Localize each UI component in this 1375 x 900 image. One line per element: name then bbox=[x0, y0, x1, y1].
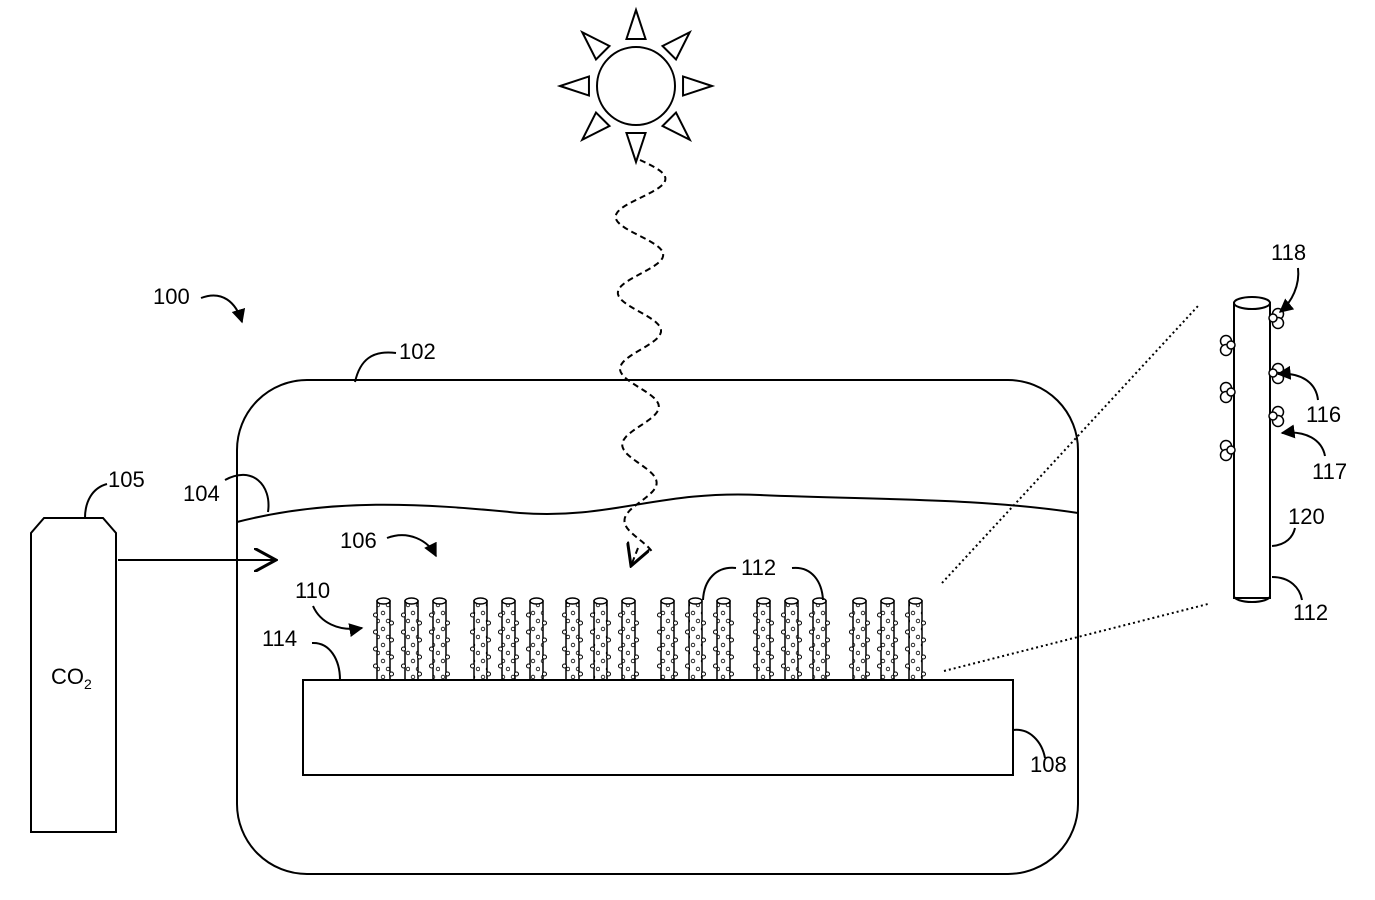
label-116: 116 bbox=[1306, 402, 1341, 427]
label-108: 108 bbox=[1030, 752, 1067, 777]
magnified-nanowire-top bbox=[1234, 297, 1270, 309]
sun bbox=[560, 10, 712, 162]
nanowire bbox=[619, 598, 639, 680]
leader-114 bbox=[312, 643, 340, 680]
catalyst-particle bbox=[1221, 336, 1236, 356]
label-106: 106 bbox=[340, 528, 377, 553]
sun-ray bbox=[582, 32, 609, 59]
label-114: 114 bbox=[262, 626, 297, 651]
substrate bbox=[303, 680, 1013, 775]
nanowire bbox=[850, 598, 870, 680]
nanowire bbox=[499, 598, 519, 680]
label-105: 105 bbox=[108, 467, 145, 492]
nanowire bbox=[810, 598, 830, 680]
catalyst-particle bbox=[1221, 383, 1236, 403]
nanowire bbox=[878, 598, 898, 680]
sun-ray bbox=[683, 76, 712, 95]
leader-120 bbox=[1272, 528, 1295, 546]
sun-rays bbox=[560, 10, 712, 162]
nanowire bbox=[906, 598, 926, 680]
sun-ray bbox=[582, 113, 609, 140]
label-104: 104 bbox=[183, 481, 220, 506]
nanowire bbox=[658, 598, 678, 680]
light-ray bbox=[616, 160, 666, 552]
leader-102 bbox=[355, 352, 396, 382]
leader-106 bbox=[387, 535, 436, 556]
leader-105 bbox=[85, 484, 107, 518]
nanowire bbox=[782, 598, 802, 680]
sun-ray bbox=[663, 113, 690, 140]
nanowire bbox=[754, 598, 774, 680]
leader-104 bbox=[225, 475, 269, 512]
sun-disc bbox=[597, 47, 675, 125]
nanowire bbox=[374, 598, 394, 680]
co2-tank-label: CO2 bbox=[51, 664, 92, 692]
label-117: 117 bbox=[1312, 459, 1347, 484]
nanowire bbox=[430, 598, 450, 680]
nanowire bbox=[471, 598, 491, 680]
reactor-vessel bbox=[237, 380, 1078, 874]
label-120: 120 bbox=[1288, 504, 1325, 529]
sun-ray bbox=[626, 10, 645, 39]
sun-ray bbox=[626, 133, 645, 162]
leader-117 bbox=[1282, 432, 1325, 456]
catalyst-particle bbox=[1221, 441, 1236, 461]
nanowire bbox=[714, 598, 734, 680]
leader-112-detail bbox=[1272, 577, 1302, 600]
liquid-surface bbox=[237, 494, 1078, 522]
label-102: 102 bbox=[399, 339, 436, 364]
light-ray-arrowhead bbox=[631, 548, 638, 566]
sun-ray bbox=[560, 76, 589, 95]
label-100: 100 bbox=[153, 284, 190, 309]
leader-118 bbox=[1280, 268, 1298, 312]
zoom-line-bottom bbox=[944, 604, 1208, 671]
leader-100 bbox=[201, 295, 242, 322]
nanowire bbox=[563, 598, 583, 680]
nanowire bbox=[591, 598, 611, 680]
magnified-nanowire bbox=[1221, 297, 1284, 602]
reference-labels: 100 102 104 105 106 108 110 114 112 118 … bbox=[85, 240, 1347, 777]
label-110: 110 bbox=[295, 578, 330, 603]
label-112-detail: 112 bbox=[1293, 600, 1328, 625]
leader-112-right bbox=[792, 568, 823, 600]
leader-112-left bbox=[703, 568, 736, 600]
nanowire bbox=[402, 598, 422, 680]
zoom-line-top bbox=[942, 306, 1198, 583]
nanowire bbox=[686, 598, 706, 680]
nanowire-array bbox=[374, 598, 926, 680]
leader-110 bbox=[313, 606, 362, 629]
nanowire bbox=[527, 598, 547, 680]
sun-ray bbox=[663, 32, 690, 59]
catalyst-particle bbox=[1269, 407, 1284, 427]
label-118: 118 bbox=[1271, 240, 1306, 265]
label-112-array: 112 bbox=[741, 555, 776, 580]
magnified-nanowire-body bbox=[1234, 303, 1270, 598]
